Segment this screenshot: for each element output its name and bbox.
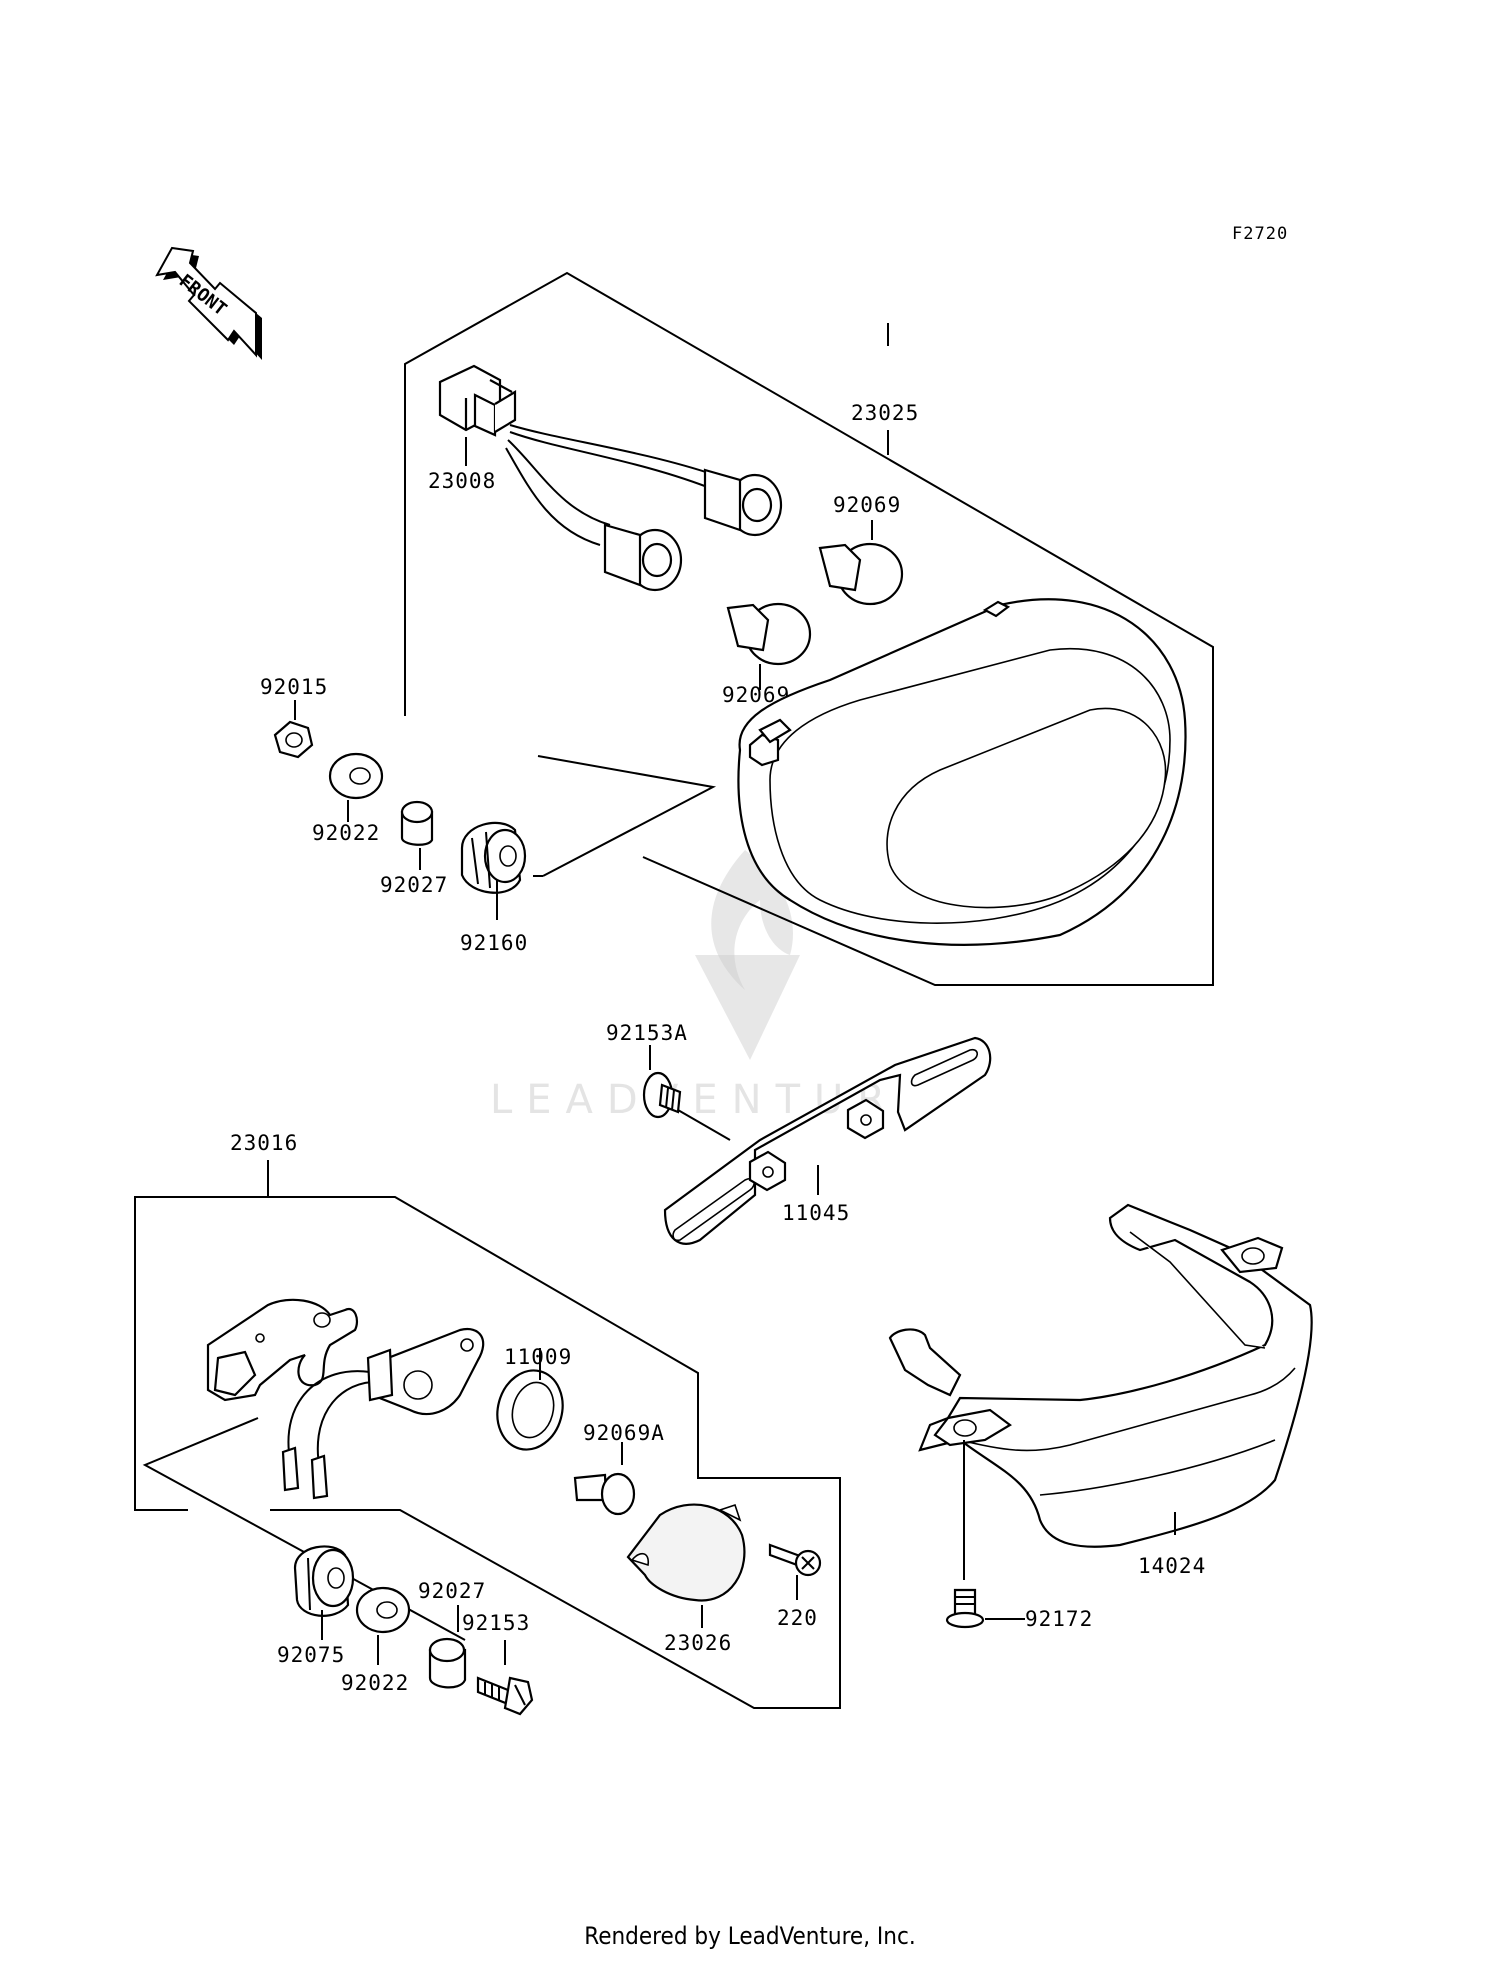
gasket-11009[interactable] <box>489 1363 572 1457</box>
label-11045[interactable]: 11045 <box>782 1201 850 1225</box>
label-92022-lower[interactable]: 92022 <box>341 1671 409 1695</box>
wiring-harness-part[interactable] <box>438 364 783 592</box>
label-92153[interactable]: 92153 <box>462 1611 530 1635</box>
tail-lamp-housing[interactable] <box>737 598 1187 946</box>
label-92027-lower[interactable]: 92027 <box>418 1579 486 1603</box>
bolt-92153A[interactable] <box>642 1071 682 1119</box>
assembly-frame-23016 <box>134 1196 841 1709</box>
bracket-11045[interactable] <box>663 1036 992 1245</box>
collar-92027-upper[interactable] <box>400 800 434 846</box>
bulb-92069A[interactable] <box>573 1472 636 1516</box>
label-92172[interactable]: 92172 <box>1025 1607 1093 1631</box>
assembly-frame-23025 <box>404 271 1214 986</box>
washer-92022-upper[interactable] <box>328 752 384 800</box>
washer-92022-lower[interactable] <box>355 1586 411 1634</box>
label-92027-upper[interactable]: 92027 <box>380 873 448 897</box>
grommet-92075[interactable] <box>293 1545 355 1617</box>
label-23026[interactable]: 23026 <box>664 1631 732 1655</box>
bulb-92069-upper[interactable] <box>818 542 904 606</box>
lens-23026[interactable] <box>626 1503 746 1602</box>
nut-92015[interactable] <box>273 720 314 759</box>
label-92022-upper[interactable]: 92022 <box>312 821 380 845</box>
collar-92027-lower[interactable] <box>428 1637 467 1689</box>
label-92153A[interactable]: 92153A <box>606 1021 688 1045</box>
footer-credit: Rendered by LeadVenture, Inc. <box>584 1922 916 1950</box>
label-92069-upper[interactable]: 92069 <box>833 493 901 517</box>
front-arrow-icon: FRONT <box>155 246 262 360</box>
label-92160[interactable]: 92160 <box>460 931 528 955</box>
bulb-92069-lower[interactable] <box>726 602 812 666</box>
license-light-bracket[interactable] <box>206 1298 359 1402</box>
label-11009[interactable]: 11009 <box>504 1345 572 1369</box>
label-23025[interactable]: 23025 <box>851 401 919 425</box>
grommet-92160[interactable] <box>460 821 527 894</box>
bolt-92153[interactable] <box>476 1676 534 1716</box>
label-92015[interactable]: 92015 <box>260 675 328 699</box>
label-92069A[interactable]: 92069A <box>583 1421 665 1445</box>
license-light-socket[interactable] <box>281 1327 485 1500</box>
rear-fender-14024[interactable] <box>888 1203 1313 1548</box>
label-220[interactable]: 220 <box>777 1606 818 1630</box>
label-23016[interactable]: 23016 <box>230 1131 298 1155</box>
diagram-code: F2720 <box>1232 224 1288 244</box>
screw-220[interactable] <box>768 1543 822 1577</box>
screw-92172[interactable] <box>945 1588 985 1629</box>
label-14024[interactable]: 14024 <box>1138 1554 1206 1578</box>
label-23008[interactable]: 23008 <box>428 469 496 493</box>
label-92075[interactable]: 92075 <box>277 1643 345 1667</box>
